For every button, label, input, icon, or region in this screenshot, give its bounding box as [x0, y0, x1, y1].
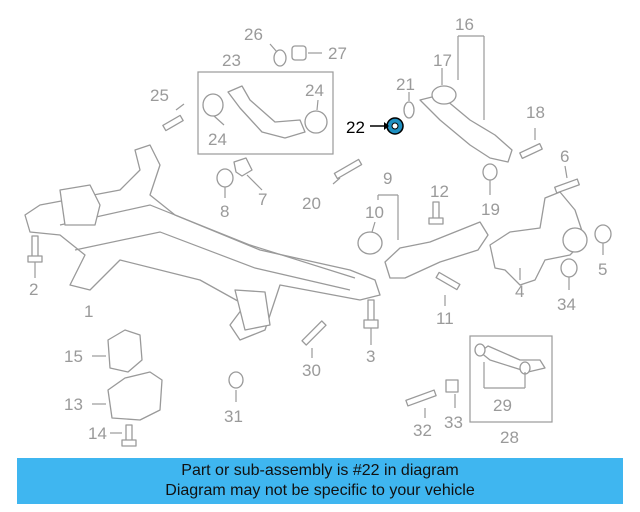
- part-21-washer: [403, 92, 415, 119]
- callout-18: 18: [526, 103, 545, 122]
- callout-6: 6: [560, 147, 569, 166]
- part-27-nut: [291, 45, 322, 61]
- callout-23: 23: [222, 51, 241, 70]
- part-9-trailing-arm: [357, 194, 489, 279]
- callout-1: 1: [84, 302, 93, 321]
- part-19-bushing: [482, 163, 498, 195]
- part-34-bushing: [560, 258, 578, 290]
- callout-32: 32: [413, 421, 432, 440]
- callout-24b: 24: [305, 81, 324, 100]
- callout-25: 25: [150, 86, 169, 105]
- part-11-bolt: [435, 271, 461, 306]
- callout-22: 22: [346, 118, 365, 137]
- part-23-upper-arm-assembly: [197, 71, 334, 155]
- callout-24a: 24: [208, 130, 227, 149]
- callout-28: 28: [500, 428, 519, 447]
- part-2-bolt: [27, 235, 43, 278]
- part-16-lower-arm-assembly: [419, 35, 513, 163]
- part-14-bolt: [110, 424, 137, 447]
- part-25-bolt: [162, 103, 185, 132]
- callout-8: 8: [220, 202, 229, 221]
- part-7-bracket: [233, 157, 263, 191]
- part-4-knuckle: [489, 191, 588, 286]
- callout-17: 17: [433, 51, 452, 70]
- callout-9: 9: [383, 169, 392, 188]
- callout-7: 7: [258, 190, 267, 209]
- part-20-bolt: [332, 158, 363, 185]
- callout-21: 21: [396, 75, 415, 94]
- callout-14: 14: [88, 424, 107, 443]
- callout-15: 15: [64, 347, 83, 366]
- part-33-plate: [445, 379, 459, 408]
- part-8-bushing: [216, 168, 234, 198]
- part-13-bracket: [92, 371, 163, 421]
- callout-27: 27: [328, 44, 347, 63]
- callout-19: 19: [481, 200, 500, 219]
- part-32-bolt: [405, 389, 437, 418]
- part-28-link-assembly: [469, 335, 553, 423]
- part-18-bolt: [519, 128, 543, 160]
- callout-34: 34: [557, 295, 576, 314]
- callout-12: 12: [430, 182, 449, 201]
- part-26-washer: [269, 43, 287, 67]
- part-3-bolt: [363, 299, 379, 345]
- rear-subframe: [24, 144, 381, 341]
- callout-13: 13: [64, 395, 83, 414]
- callout-3: 3: [366, 347, 375, 366]
- banner-line-2: Diagram may not be specific to your vehi…: [165, 482, 475, 499]
- callout-30: 30: [302, 361, 321, 380]
- info-banner: Part or sub-assembly is #22 in diagram D…: [17, 458, 623, 504]
- callout-29: 29: [493, 396, 512, 415]
- part-22-highlighted: [370, 117, 404, 135]
- part-6-bolt: [554, 165, 580, 194]
- part-5-bushing: [594, 224, 612, 255]
- callout-2: 2: [29, 280, 38, 299]
- banner-line-1: Part or sub-assembly is #22 in diagram: [181, 462, 459, 479]
- part-31-bushing: [228, 371, 244, 402]
- callout-5: 5: [598, 260, 607, 279]
- callout-26: 26: [244, 25, 263, 44]
- callout-16: 16: [455, 15, 474, 34]
- callout-11: 11: [436, 309, 454, 328]
- callout-33: 33: [444, 413, 463, 432]
- callout-31: 31: [224, 407, 243, 426]
- part-12-bolt: [428, 201, 444, 225]
- callout-4: 4: [515, 282, 524, 301]
- callout-20: 20: [302, 194, 321, 213]
- part-15-mount: [92, 329, 143, 373]
- part-30-bolt: [301, 320, 327, 358]
- callout-10: 10: [365, 203, 384, 222]
